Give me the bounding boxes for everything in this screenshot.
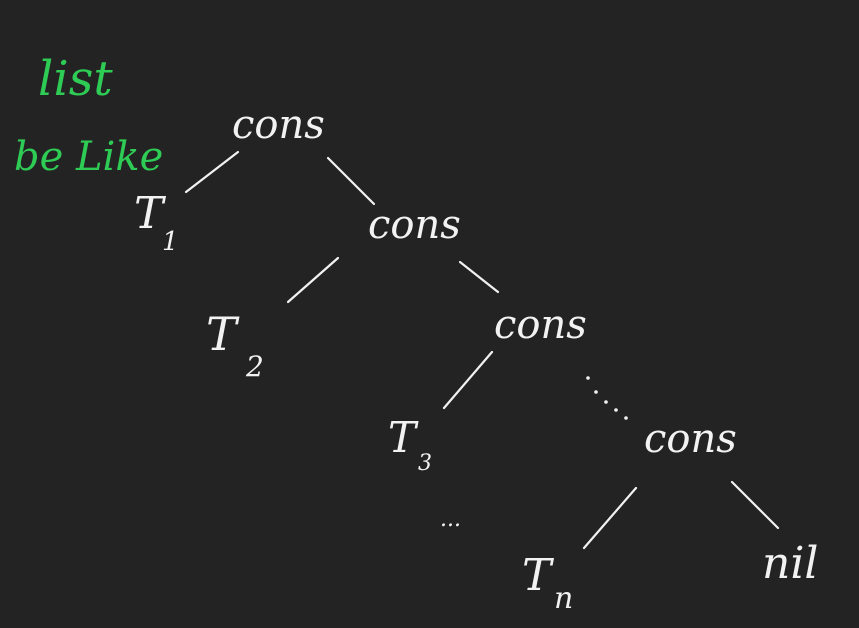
leaf-t1-base: T bbox=[134, 188, 167, 239]
leaf-t2-base: T bbox=[206, 307, 240, 361]
leaf-t1: T 1 bbox=[134, 188, 179, 257]
edge-cons1-t1 bbox=[184, 150, 240, 194]
cons-node-1: cons bbox=[232, 102, 325, 148]
note-line-be-like: be Like bbox=[14, 134, 163, 180]
note-line-list: list bbox=[38, 51, 113, 107]
edge-cons1-cons2 bbox=[326, 156, 376, 206]
leaf-t3-sub: 3 bbox=[418, 451, 432, 476]
dotted-edge-cons3-cons4 bbox=[586, 376, 628, 420]
leaf-t3: T 3 bbox=[388, 413, 432, 476]
leaf-tn: T n bbox=[522, 550, 573, 616]
leaf-t1-sub: 1 bbox=[162, 227, 179, 257]
leaf-t2: T 2 bbox=[206, 307, 264, 383]
edge-cons3-t3 bbox=[442, 350, 494, 410]
cons-node-2: cons bbox=[368, 202, 461, 248]
leaf-tn-sub: n bbox=[554, 581, 573, 616]
leaf-t3-base: T bbox=[388, 413, 419, 462]
leaf-tn-base: T bbox=[522, 550, 555, 601]
ellipsis-below-t3: ... bbox=[440, 507, 461, 532]
edge-cons2-t2 bbox=[286, 256, 340, 304]
edge-cons4-tn bbox=[582, 486, 638, 550]
cons-node-3: cons bbox=[494, 302, 587, 348]
nil-terminator: nil bbox=[762, 538, 818, 589]
edge-cons2-cons3 bbox=[458, 260, 500, 294]
edge-cons4-nil bbox=[730, 480, 780, 530]
cons-node-4: cons bbox=[644, 416, 737, 462]
leaf-t2-sub: 2 bbox=[245, 350, 264, 383]
